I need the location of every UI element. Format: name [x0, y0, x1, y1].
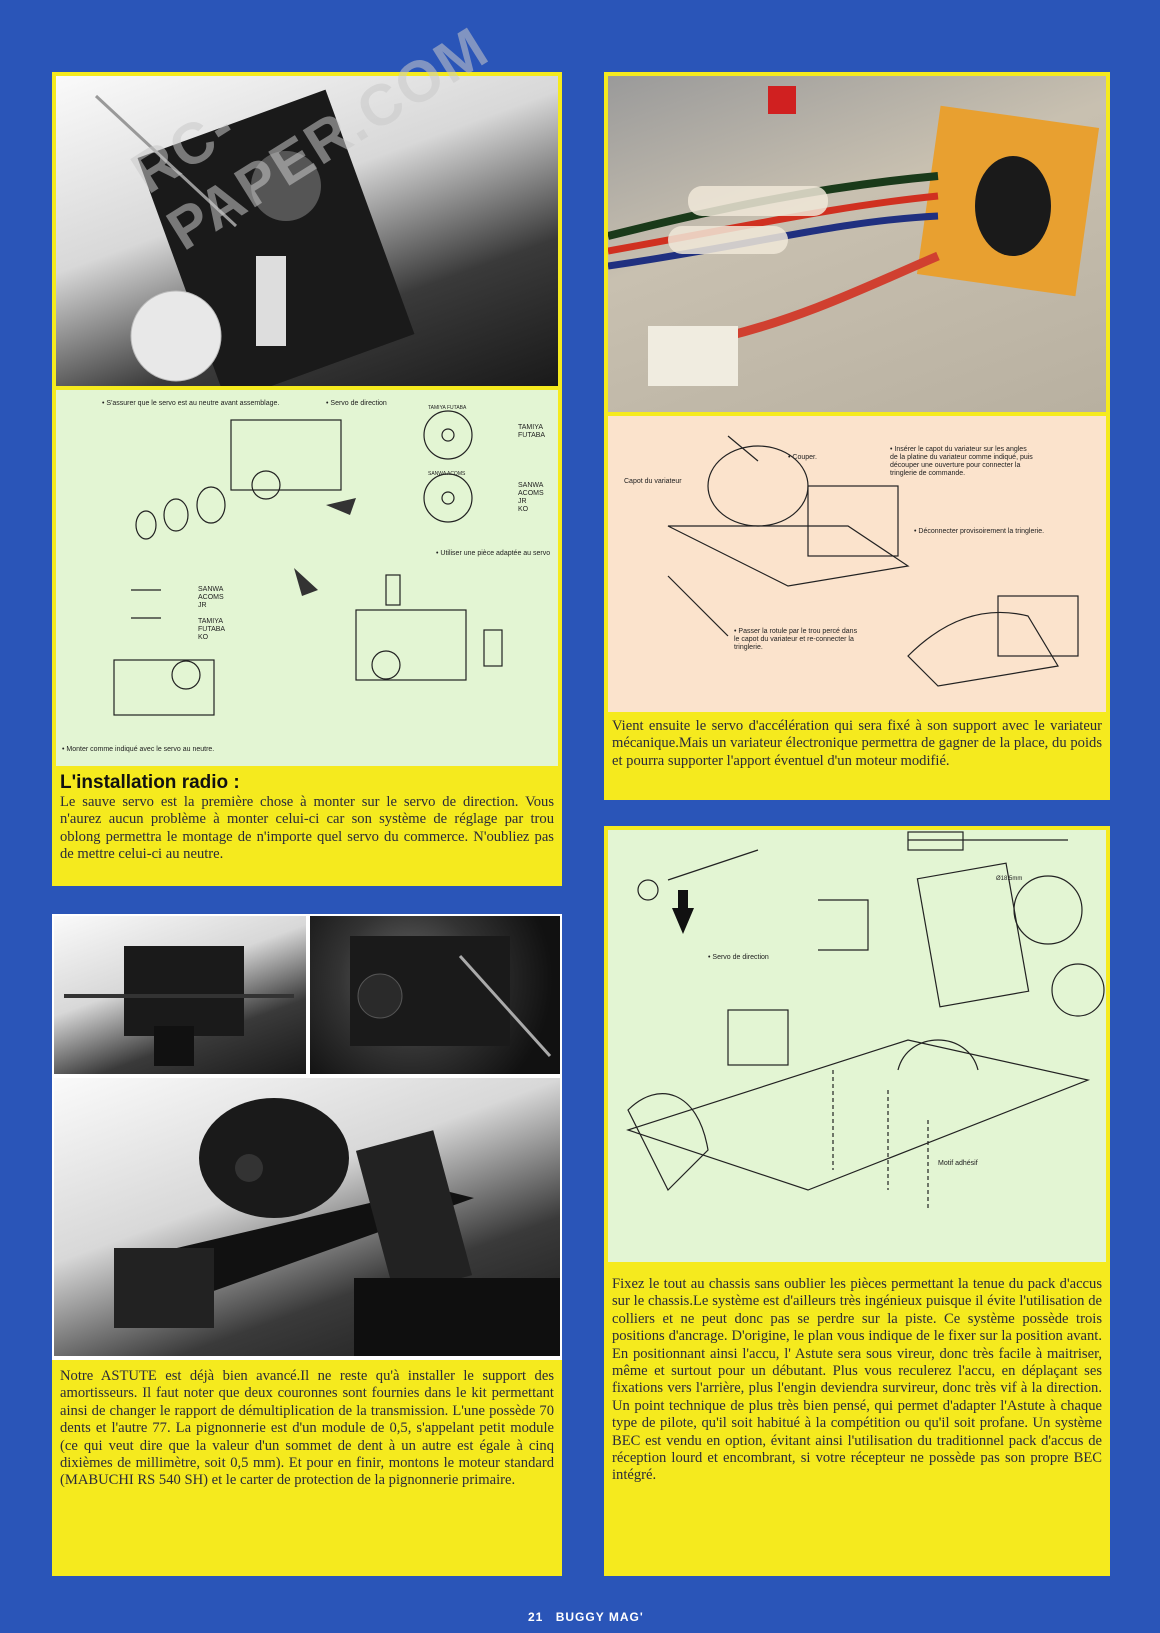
- speed-controller-diagram: • Couper. Capot du variateur • Insérer l…: [608, 416, 1106, 712]
- controller-illustration: [608, 86, 1100, 386]
- text-radio-installation: Le sauve servo est la première chose à m…: [60, 794, 554, 863]
- speed-controller-photo: [608, 76, 1106, 412]
- label-dimension: Ø18.5mm: [996, 876, 1023, 882]
- label-disc-sanwa: SANWA ACOMS: [428, 471, 466, 477]
- motor-illustration: [114, 1098, 560, 1356]
- label-servo-neutral: • S'assurer que le servo est au neutre a…: [102, 400, 280, 407]
- caption-radio-installation: L'installation radio : Le sauve servo es…: [52, 770, 562, 886]
- caption-speed-controller: Vient ensuite le servo d'accélération qu…: [604, 716, 1110, 800]
- caption-battery-mount: Fixez le tout au chassis sans oublier le…: [604, 1266, 1110, 1576]
- panel-battery-mount: • Servo de direction Ø18.5mm Motif adhés…: [604, 826, 1110, 1576]
- rear-assembly-photo: [54, 916, 306, 1074]
- label-screw-tamiya: TAMIYA FUTABA KO: [198, 618, 226, 642]
- magazine-name: BUGGY MAG': [555, 1610, 644, 1624]
- chassis-steering-photo: [56, 76, 558, 386]
- label-brand-tamiya-futaba: TAMIYA FUTABA: [518, 424, 546, 440]
- label-brand-sanwa: SANWA ACOMS JR KO: [518, 482, 544, 514]
- label-disc-tamiya: TAMIYA FUTABA: [428, 405, 467, 411]
- label-screw-sanwa: SANWA ACOMS JR: [198, 586, 224, 610]
- label-deconnecter: • Déconnecter provisoirement la tringler…: [914, 528, 1045, 535]
- rear-assembly-illustration: [64, 946, 294, 1066]
- page-number: 21: [528, 1610, 544, 1624]
- label-passer: • Passer la rotule par le trou percé dan…: [734, 628, 858, 652]
- label-adapted-piece: • Utiliser une pièce adaptée au servo: [436, 550, 551, 557]
- page-footer: 21 BUGGY MAG': [528, 1610, 644, 1624]
- label-mount: • Monter comme indiqué avec le servo au …: [62, 746, 215, 753]
- chassis-illustration: [94, 89, 415, 386]
- gearbox-photo: [310, 916, 560, 1074]
- label-couper: • Couper.: [788, 454, 817, 461]
- text-speed-controller: Vient ensuite le servo d'accélération qu…: [612, 718, 1102, 769]
- label-capot: Capot du variateur: [624, 478, 682, 485]
- servo-saver-diagram: • S'assurer que le servo est au neutre a…: [56, 390, 558, 766]
- chassis-assembly-drawing: [626, 831, 1105, 1210]
- panel-speed-controller: • Couper. Capot du variateur • Insérer l…: [604, 72, 1110, 800]
- label-servo-direction-2: • Servo de direction: [708, 954, 769, 961]
- heading-radio-installation: L'installation radio :: [60, 772, 240, 793]
- gearbox-illustration: [350, 936, 552, 1058]
- controller-drawing: [667, 435, 1079, 687]
- motor-assembly-photo: [54, 1078, 560, 1356]
- caption-astute-progress: Notre ASTUTE est déjà bien avancé.Il ne …: [52, 1360, 562, 1576]
- panel-radio-installation: • S'assurer que le servo est au neutre a…: [52, 72, 562, 886]
- servo-saver-drawing: [113, 410, 503, 716]
- panel-astute-progress: Notre ASTUTE est déjà bien avancé.Il ne …: [52, 914, 562, 1576]
- label-motif-adhesif: Motif adhésif: [938, 1160, 978, 1167]
- label-servo-direction: • Servo de direction: [326, 400, 387, 407]
- label-inserer: • Insérer le capot du variateur sur les …: [890, 446, 1033, 478]
- chassis-assembly-diagram: • Servo de direction Ø18.5mm Motif adhés…: [608, 830, 1106, 1262]
- text-battery-mount: Fixez le tout au chassis sans oublier le…: [612, 1276, 1102, 1484]
- text-astute-progress: Notre ASTUTE est déjà bien avancé.Il ne …: [60, 1368, 554, 1489]
